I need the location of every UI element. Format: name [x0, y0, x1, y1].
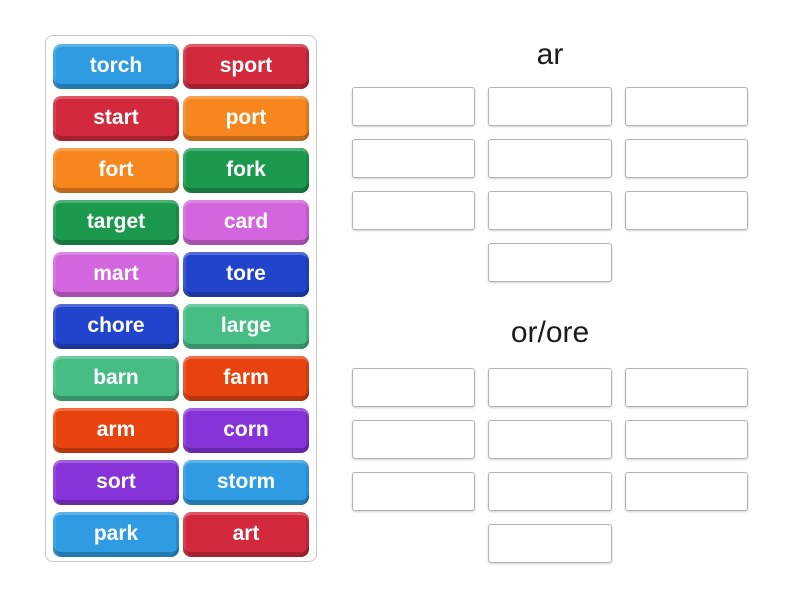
answer-slot[interactable]: [624, 368, 748, 407]
word-tile[interactable]: sport: [183, 44, 309, 89]
word-tile-label: barn: [93, 365, 139, 389]
answer-slot[interactable]: [352, 139, 476, 178]
group-orore-title: or/ore: [510, 316, 590, 349]
word-tile-label: torch: [89, 53, 143, 77]
word-tile[interactable]: large: [183, 304, 309, 349]
word-tile[interactable]: mart: [53, 252, 179, 297]
word-tile-label: sport: [219, 53, 273, 77]
answer-slot[interactable]: [352, 368, 476, 407]
answer-slot[interactable]: [352, 420, 476, 459]
group-ar: ar: [352, 33, 748, 282]
word-tile[interactable]: park: [53, 512, 179, 557]
word-tile[interactable]: tore: [183, 252, 309, 297]
word-tile-label: target: [86, 209, 146, 233]
word-tile-label: storm: [216, 469, 276, 493]
word-tile-label: fork: [226, 157, 266, 181]
word-tile-label: port: [225, 105, 267, 129]
word-tile[interactable]: storm: [183, 460, 309, 505]
group-ar-title: ar: [536, 38, 564, 71]
answer-slot[interactable]: [488, 243, 612, 282]
word-tile-label: start: [93, 105, 139, 129]
answer-slot[interactable]: [624, 472, 748, 511]
word-tile[interactable]: start: [53, 96, 179, 141]
answer-slot[interactable]: [488, 87, 612, 126]
group-orore: or/ore: [352, 311, 748, 563]
word-tile[interactable]: sort: [53, 460, 179, 505]
word-bank-panel: torch sport start port fort fork target …: [45, 35, 317, 562]
group-ar-slots: [352, 87, 748, 282]
word-tile[interactable]: chore: [53, 304, 179, 349]
word-tile-label: tore: [226, 261, 266, 285]
answer-slot[interactable]: [488, 139, 612, 178]
answer-slot[interactable]: [352, 191, 476, 230]
answer-slot[interactable]: [488, 420, 612, 459]
word-tile[interactable]: farm: [183, 356, 309, 401]
word-tile[interactable]: art: [183, 512, 309, 557]
word-tile-label: fort: [98, 157, 134, 181]
answer-slot[interactable]: [352, 87, 476, 126]
word-tile-label: large: [220, 313, 272, 337]
answer-slot[interactable]: [488, 524, 612, 563]
word-tile[interactable]: arm: [53, 408, 179, 453]
word-tile-label: farm: [223, 365, 269, 389]
word-tile-label: sort: [96, 469, 136, 493]
word-tile-label: arm: [96, 417, 136, 441]
answer-slot[interactable]: [624, 420, 748, 459]
word-tile-label: card: [223, 209, 269, 233]
answer-slot[interactable]: [488, 191, 612, 230]
answer-slot[interactable]: [624, 87, 748, 126]
word-tile[interactable]: fork: [183, 148, 309, 193]
answer-slot[interactable]: [624, 139, 748, 178]
answer-slot[interactable]: [352, 472, 476, 511]
word-tile-label: chore: [87, 313, 145, 337]
word-tile[interactable]: target: [53, 200, 179, 245]
word-tile[interactable]: card: [183, 200, 309, 245]
answer-slot[interactable]: [624, 191, 748, 230]
word-bank-grid: torch sport start port fort fork target …: [53, 44, 309, 557]
word-tile[interactable]: barn: [53, 356, 179, 401]
word-tile[interactable]: torch: [53, 44, 179, 89]
word-tile[interactable]: corn: [183, 408, 309, 453]
word-tile[interactable]: fort: [53, 148, 179, 193]
group-orore-slots: [352, 368, 748, 563]
word-tile-label: art: [232, 521, 260, 545]
word-tile-label: corn: [223, 417, 269, 441]
word-tile-label: park: [93, 521, 139, 545]
answer-slot[interactable]: [488, 472, 612, 511]
answer-slot[interactable]: [488, 368, 612, 407]
word-tile[interactable]: port: [183, 96, 309, 141]
word-tile-label: mart: [93, 261, 139, 285]
